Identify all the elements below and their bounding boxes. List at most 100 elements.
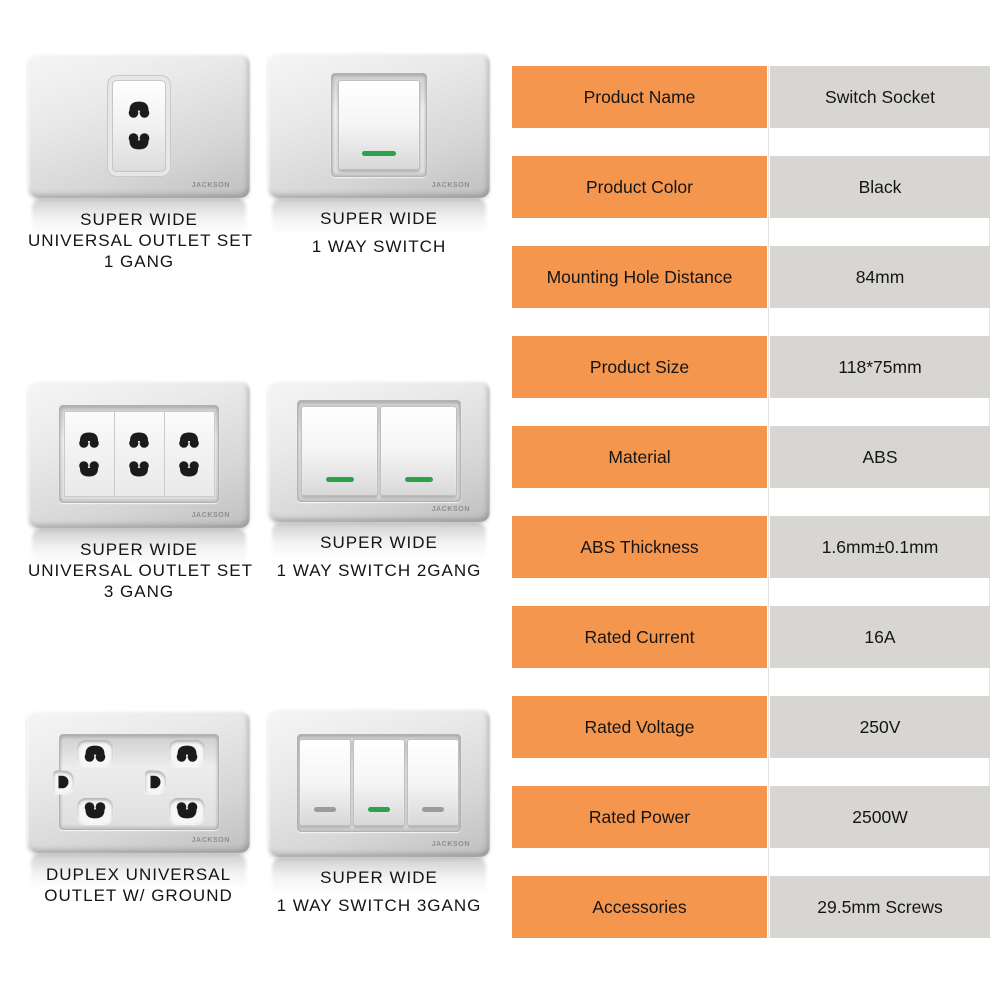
switch-rocker <box>301 406 378 496</box>
product-card-switch-1way: JACKSON SUPER WIDE 1 WAY SWITCH <box>268 52 490 261</box>
switch-rocker <box>338 80 420 170</box>
switch-rocker <box>299 739 351 826</box>
outlet-slot-bottom-icon <box>79 460 99 476</box>
outlet-slot-bottom-icon <box>176 801 197 818</box>
product-caption: SUPER WIDE 1 WAY SWITCH 2GANG <box>268 529 490 585</box>
outlet-module <box>52 739 126 825</box>
switch-frame <box>297 400 461 502</box>
plate-reflection <box>272 198 486 240</box>
caption-line: 1 WAY SWITCH 3GANG <box>276 896 482 915</box>
switch-indicator-light <box>325 476 354 482</box>
spec-row: Rated Power 2500W <box>512 786 990 848</box>
switch-rocker <box>407 739 459 826</box>
brand-logo: JACKSON <box>431 182 470 189</box>
spec-row: Product Color Black <box>512 156 990 218</box>
spec-row: Mounting Hole Distance 84mm <box>512 246 990 308</box>
product-card-switch-3gang: JACKSON SUPER WIDE 1 WAY SWITCH 3GANG <box>268 708 490 920</box>
outlet-frame <box>52 733 219 830</box>
caption-line: 1 WAY SWITCH <box>311 237 447 256</box>
product-caption: SUPER WIDE 1 WAY SWITCH 3GANG <box>268 864 490 920</box>
switch-indicator-light <box>368 807 390 813</box>
brand-logo: JACKSON <box>431 506 470 513</box>
outlet-slot-bottom-icon <box>179 460 199 476</box>
outlet-slot-top-icon <box>179 432 199 448</box>
outlet-slot-top-icon <box>176 745 197 762</box>
spec-value: 1.6mm±0.1mm <box>770 516 990 578</box>
outlet-frame <box>59 405 219 503</box>
caption-line: UNIVERSAL OUTLET SET <box>28 231 253 250</box>
spec-value: 16A <box>770 606 990 668</box>
caption-line: SUPER WIDE <box>80 540 198 559</box>
switch-indicator-light <box>362 150 396 156</box>
outlet-slot-top-icon <box>79 432 99 448</box>
product-caption: SUPER WIDE UNIVERSAL OUTLET SET 1 GANG <box>28 209 253 272</box>
spec-value: Switch Socket <box>770 66 990 128</box>
outlet-module <box>114 411 165 497</box>
switch-rocker <box>353 739 405 826</box>
wall-plate: JACKSON <box>268 380 490 564</box>
spec-label: Rated Voltage <box>512 696 767 758</box>
outlet-slot-bottom-icon <box>129 460 149 476</box>
outlet-module <box>63 411 115 497</box>
spec-row: Rated Current 16A <box>512 606 990 668</box>
outlet-slot-top-icon <box>128 101 150 118</box>
outlet-slot-bottom-icon <box>128 133 150 150</box>
ground-slot-icon <box>150 775 160 788</box>
spec-label: Mounting Hole Distance <box>512 246 767 308</box>
wall-plate: JACKSON <box>268 708 490 899</box>
product-card-outlet-duplex: JACKSON DUPLEX UNIVERSAL OUTLET W/ GROUN… <box>27 710 250 906</box>
spec-row: Rated Voltage 250V <box>512 696 990 758</box>
outlet-module <box>112 79 166 172</box>
wall-plate: JACKSON <box>28 53 250 240</box>
outlet-slot-top-icon <box>84 745 105 762</box>
spec-value: ABS <box>770 426 990 488</box>
caption-line: 1 GANG <box>103 252 175 271</box>
caption-line: SUPER WIDE <box>320 868 438 887</box>
spec-label: Rated Power <box>512 786 767 848</box>
switch-frame <box>297 733 461 832</box>
product-caption: DUPLEX UNIVERSAL OUTLET W/ GROUND <box>27 864 250 906</box>
spec-table: Product Name Switch Socket Product Color… <box>512 66 990 938</box>
switch-indicator-light <box>404 476 433 482</box>
spec-label: ABS Thickness <box>512 516 767 578</box>
caption-line: DUPLEX UNIVERSAL <box>45 865 232 884</box>
spec-row: Product Name Switch Socket <box>512 66 990 128</box>
switch-rocker <box>380 406 457 496</box>
caption-line: SUPER WIDE <box>80 210 198 229</box>
caption-line: 3 GANG <box>103 582 175 601</box>
outlet-module <box>144 739 218 825</box>
outlet-slot-top-icon <box>129 432 149 448</box>
caption-line: SUPER WIDE <box>320 209 438 228</box>
ground-slot-icon <box>58 775 68 788</box>
product-caption: SUPER WIDE 1 WAY SWITCH <box>268 205 490 261</box>
switch-frame <box>331 73 427 177</box>
spec-label: Product Size <box>512 336 767 398</box>
brand-logo: JACKSON <box>191 512 230 519</box>
plate-reflection <box>272 522 486 564</box>
wall-plate: JACKSON <box>268 52 490 240</box>
outlet-module <box>164 411 215 497</box>
product-card-switch-2gang: JACKSON SUPER WIDE 1 WAY SWITCH 2GANG <box>268 380 490 585</box>
product-card-outlet-3gang: JACKSON SUPER WIDE UNIVERSAL OUTLET SET … <box>28 380 252 602</box>
caption-line: SUPER WIDE <box>320 533 438 552</box>
product-card-outlet-1gang: JACKSON SUPER WIDE UNIVERSAL OUTLET SET … <box>28 53 253 272</box>
caption-line: OUTLET W/ GROUND <box>44 886 233 905</box>
plate-reflection <box>272 857 486 899</box>
spec-label: Material <box>512 426 767 488</box>
spec-label: Product Color <box>512 156 767 218</box>
plate-reflection <box>31 853 246 895</box>
caption-line: 1 WAY SWITCH 2GANG <box>276 561 482 580</box>
spec-value: 84mm <box>770 246 990 308</box>
brand-logo: JACKSON <box>191 182 230 189</box>
spec-value: Black <box>770 156 990 218</box>
wall-plate: JACKSON <box>27 710 250 895</box>
product-caption: SUPER WIDE UNIVERSAL OUTLET SET 3 GANG <box>28 539 252 602</box>
outlet-slot-bottom-icon <box>84 801 105 818</box>
brand-logo: JACKSON <box>431 841 470 848</box>
spec-value: 2500W <box>770 786 990 848</box>
plate-reflection <box>32 528 246 570</box>
spec-label: Rated Current <box>512 606 767 668</box>
spec-row: Product Size 118*75mm <box>512 336 990 398</box>
spec-label: Accessories <box>512 876 767 938</box>
spec-value: 250V <box>770 696 990 758</box>
